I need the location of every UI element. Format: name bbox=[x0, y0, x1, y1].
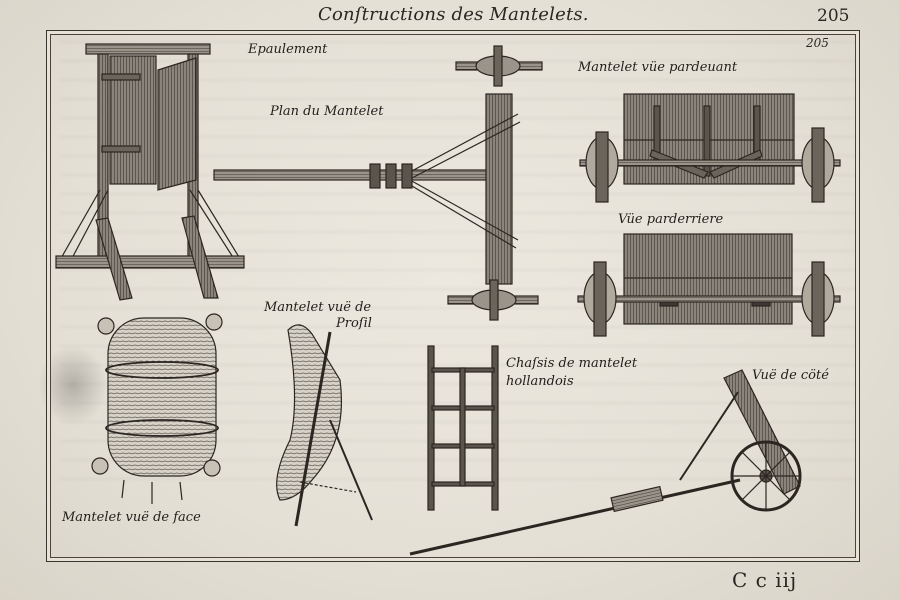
signature-mark: C c iij bbox=[732, 568, 798, 592]
plate-number: 205 bbox=[806, 36, 829, 50]
page-number: 205 bbox=[817, 6, 850, 26]
side-view-figure bbox=[409, 369, 802, 556]
epaulement-figure bbox=[55, 43, 245, 301]
plan-figure bbox=[213, 45, 543, 321]
paper-stain bbox=[38, 345, 108, 425]
front-view-figure bbox=[579, 93, 841, 203]
rear-view-figure bbox=[577, 233, 841, 337]
label-rear-view: Vüe parderriere bbox=[618, 212, 724, 227]
label-profile-line2: Proſil bbox=[336, 316, 372, 331]
label-plan: Plan du Mantelet bbox=[270, 104, 384, 119]
label-face-view: Mantelet vuë de face bbox=[62, 510, 201, 525]
page-header-title: Conſtructions des Mantelets. bbox=[318, 4, 589, 25]
label-epaulement: Epaulement bbox=[248, 42, 328, 57]
label-chassis-line2: hollandois bbox=[506, 374, 574, 389]
engraving-plate-border bbox=[46, 30, 860, 562]
label-chassis-line1: Chaſsis de mantelet bbox=[506, 356, 638, 371]
profile-view-figure bbox=[276, 324, 373, 527]
chassis-figure bbox=[427, 345, 499, 511]
face-view-figure bbox=[91, 313, 223, 504]
label-side-view: Vuë de cöté bbox=[752, 368, 829, 383]
label-profile-line1: Mantelet vuë de bbox=[264, 300, 372, 315]
label-front-view: Mantelet vüe pardeuant bbox=[578, 60, 738, 75]
